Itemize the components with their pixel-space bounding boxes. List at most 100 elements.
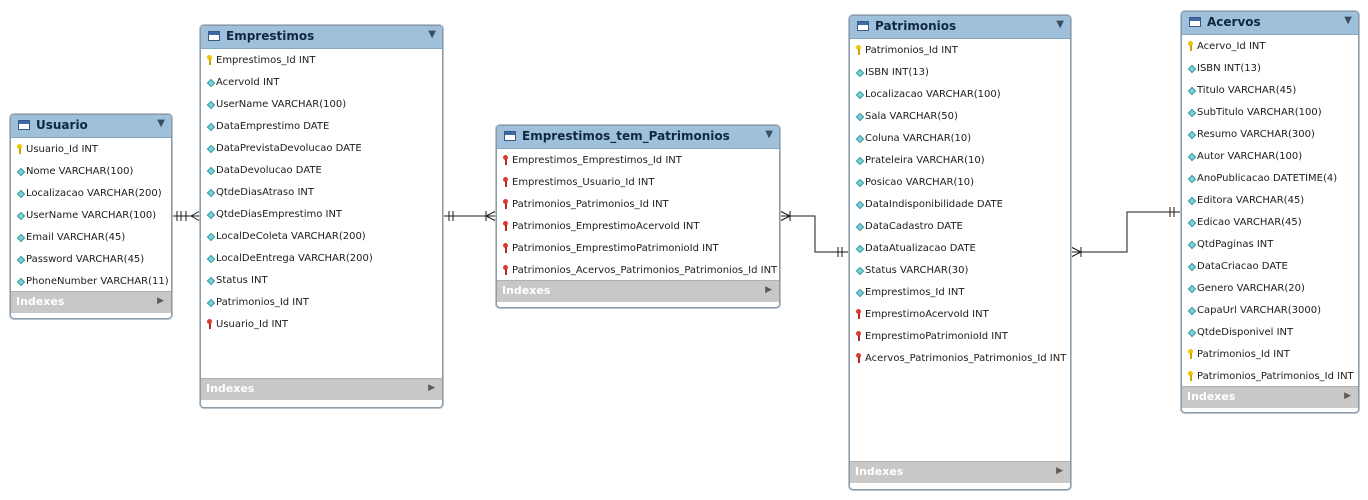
column-row[interactable]: UserName VARCHAR(100) bbox=[201, 94, 442, 116]
column-row[interactable]: DataCriacao DATE bbox=[1182, 256, 1358, 278]
table-header[interactable]: Emprestimos ▼ bbox=[201, 26, 442, 49]
column-list: Emprestimos_Id INT AcervoId INT UserName… bbox=[201, 50, 442, 336]
column-row[interactable]: Coluna VARCHAR(10) bbox=[850, 128, 1070, 150]
column-diamond-icon bbox=[206, 144, 216, 154]
column-row[interactable]: Editora VARCHAR(45) bbox=[1182, 190, 1358, 212]
column-diamond-icon bbox=[855, 90, 865, 100]
column-row[interactable]: CapaUrl VARCHAR(3000) bbox=[1182, 300, 1358, 322]
column-row[interactable]: Nome VARCHAR(100) bbox=[11, 161, 171, 183]
column-row[interactable]: AnoPublicacao DATETIME(4) bbox=[1182, 168, 1358, 190]
foreign-key-icon bbox=[503, 243, 508, 253]
indexes-bar[interactable]: Indexes ▶ bbox=[11, 291, 171, 313]
column-row[interactable]: Posicao VARCHAR(10) bbox=[850, 172, 1070, 194]
column-row[interactable]: SubTitulo VARCHAR(100) bbox=[1182, 102, 1358, 124]
column-row[interactable]: ISBN INT(13) bbox=[850, 62, 1070, 84]
column-row[interactable]: Usuario_Id INT bbox=[201, 314, 442, 336]
column-row[interactable]: Password VARCHAR(45) bbox=[11, 249, 171, 271]
column-row[interactable]: Acervo_Id INT bbox=[1182, 36, 1358, 58]
column-row[interactable]: Edicao VARCHAR(45) bbox=[1182, 212, 1358, 234]
triangle-right-icon[interactable]: ▶ bbox=[1056, 466, 1063, 476]
column-label: DataIndisponibilidade DATE bbox=[865, 199, 1003, 210]
column-row[interactable]: Status VARCHAR(30) bbox=[850, 260, 1070, 282]
column-row[interactable]: Patrimonios_Patrimonios_Id INT bbox=[1182, 366, 1358, 388]
triangle-down-icon[interactable]: ▼ bbox=[157, 118, 165, 129]
column-row[interactable]: Patrimonios_EmprestimoPatrimonioId INT bbox=[497, 238, 779, 260]
column-label: Patrimonios_Id INT bbox=[216, 297, 309, 308]
column-row[interactable]: Emprestimos_Usuario_Id INT bbox=[497, 172, 779, 194]
table-usuario[interactable]: Usuario ▼ Usuario_Id INT Nome VARCHAR(10… bbox=[10, 114, 172, 319]
column-row[interactable]: QtdPaginas INT bbox=[1182, 234, 1358, 256]
indexes-bar[interactable]: Indexes ▶ bbox=[201, 378, 442, 400]
column-row[interactable]: Patrimonios_Patrimonios_Id INT bbox=[497, 194, 779, 216]
column-row[interactable]: Titulo VARCHAR(45) bbox=[1182, 80, 1358, 102]
indexes-bar[interactable]: Indexes ▶ bbox=[1182, 386, 1358, 408]
table-header[interactable]: Acervos ▼ bbox=[1182, 12, 1358, 35]
table-header[interactable]: Emprestimos_tem_Patrimonios ▼ bbox=[497, 126, 779, 149]
column-row[interactable]: Patrimonios_EmprestimoAcervoId INT bbox=[497, 216, 779, 238]
triangle-down-icon[interactable]: ▼ bbox=[1344, 15, 1352, 26]
triangle-right-icon[interactable]: ▶ bbox=[157, 296, 164, 306]
column-row[interactable]: ISBN INT(13) bbox=[1182, 58, 1358, 80]
column-label: Resumo VARCHAR(300) bbox=[1197, 129, 1315, 140]
indexes-bar[interactable]: Indexes ▶ bbox=[497, 280, 779, 302]
column-row[interactable]: Emprestimos_Id INT bbox=[850, 282, 1070, 304]
column-row[interactable]: QtdeDiasAtraso INT bbox=[201, 182, 442, 204]
triangle-down-icon[interactable]: ▼ bbox=[765, 129, 773, 140]
column-row[interactable]: Acervos_Patrimonios_Patrimonios_Id INT bbox=[850, 348, 1070, 370]
column-row[interactable]: Localizacao VARCHAR(100) bbox=[850, 84, 1070, 106]
column-row[interactable]: UserName VARCHAR(100) bbox=[11, 205, 171, 227]
column-row[interactable]: Autor VARCHAR(100) bbox=[1182, 146, 1358, 168]
column-row[interactable]: LocalDeColeta VARCHAR(200) bbox=[201, 226, 442, 248]
column-row[interactable]: Patrimonios_Id INT bbox=[1182, 344, 1358, 366]
column-row[interactable]: DataPrevistaDevolucao DATE bbox=[201, 138, 442, 160]
table-patrimonios[interactable]: Patrimonios ▼ Patrimonios_Id INT ISBN IN… bbox=[849, 15, 1071, 490]
column-row[interactable]: Prateleira VARCHAR(10) bbox=[850, 150, 1070, 172]
column-row[interactable]: Emprestimos_Id INT bbox=[201, 50, 442, 72]
column-row[interactable]: Emprestimos_Emprestimos_Id INT bbox=[497, 150, 779, 172]
column-row[interactable]: DataDevolucao DATE bbox=[201, 160, 442, 182]
column-row[interactable]: PhoneNumber VARCHAR(11) bbox=[11, 271, 171, 293]
table-header[interactable]: Patrimonios ▼ bbox=[850, 16, 1070, 39]
table-header[interactable]: Usuario ▼ bbox=[11, 115, 171, 138]
column-row[interactable]: Status INT bbox=[201, 270, 442, 292]
column-row[interactable]: LocalDeEntrega VARCHAR(200) bbox=[201, 248, 442, 270]
column-row[interactable]: QtdeDisponivel INT bbox=[1182, 322, 1358, 344]
column-diamond-icon bbox=[206, 122, 216, 132]
table-emprestimos[interactable]: Emprestimos ▼ Emprestimos_Id INT AcervoI… bbox=[200, 25, 443, 408]
column-row[interactable]: AcervoId INT bbox=[201, 72, 442, 94]
table-acervos[interactable]: Acervos ▼ Acervo_Id INT ISBN INT(13) Tit… bbox=[1181, 11, 1359, 413]
column-row[interactable]: DataEmprestimo DATE bbox=[201, 116, 442, 138]
triangle-right-icon[interactable]: ▶ bbox=[428, 383, 435, 393]
column-row[interactable]: DataCadastro DATE bbox=[850, 216, 1070, 238]
triangle-right-icon[interactable]: ▶ bbox=[765, 285, 772, 295]
column-row[interactable]: Resumo VARCHAR(300) bbox=[1182, 124, 1358, 146]
column-row[interactable]: DataIndisponibilidade DATE bbox=[850, 194, 1070, 216]
column-diamond-icon bbox=[206, 210, 216, 220]
column-row[interactable]: EmprestimoAcervoId INT bbox=[850, 304, 1070, 326]
column-row[interactable]: Localizacao VARCHAR(200) bbox=[11, 183, 171, 205]
triangle-down-icon[interactable]: ▼ bbox=[1056, 19, 1064, 30]
column-diamond-icon bbox=[206, 254, 216, 264]
column-row[interactable]: Usuario_Id INT bbox=[11, 139, 171, 161]
column-label: Genero VARCHAR(20) bbox=[1197, 283, 1305, 294]
column-row[interactable]: Sala VARCHAR(50) bbox=[850, 106, 1070, 128]
column-row[interactable]: EmprestimoPatrimonioId INT bbox=[850, 326, 1070, 348]
column-label: Nome VARCHAR(100) bbox=[26, 166, 134, 177]
table-emprestimos-tem-patrimonios[interactable]: Emprestimos_tem_Patrimonios ▼ Emprestimo… bbox=[496, 125, 780, 308]
indexes-bar[interactable]: Indexes ▶ bbox=[850, 461, 1070, 483]
column-row[interactable]: Genero VARCHAR(20) bbox=[1182, 278, 1358, 300]
column-row[interactable]: Patrimonios_Id INT bbox=[201, 292, 442, 314]
column-diamond-icon bbox=[855, 156, 865, 166]
column-row[interactable]: Patrimonios_Id INT bbox=[850, 40, 1070, 62]
column-diamond-icon bbox=[855, 134, 865, 144]
column-row[interactable]: DataAtualizacao DATE bbox=[850, 238, 1070, 260]
column-label: Localizacao VARCHAR(100) bbox=[865, 89, 1001, 100]
key-icon bbox=[1188, 41, 1193, 51]
triangle-right-icon[interactable]: ▶ bbox=[1344, 391, 1351, 401]
column-diamond-icon bbox=[206, 166, 216, 176]
column-row[interactable]: Patrimonios_Acervos_Patrimonios_Patrimon… bbox=[497, 260, 779, 282]
triangle-down-icon[interactable]: ▼ bbox=[428, 29, 436, 40]
column-label: Localizacao VARCHAR(200) bbox=[26, 188, 162, 199]
column-row[interactable]: QtdeDiasEmprestimo INT bbox=[201, 204, 442, 226]
column-row[interactable]: Email VARCHAR(45) bbox=[11, 227, 171, 249]
